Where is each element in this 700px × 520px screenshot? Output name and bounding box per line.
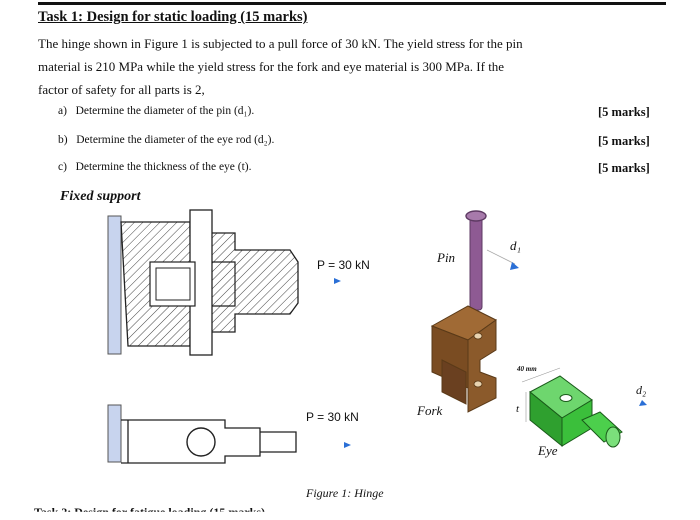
force-label-top: P = 30 kN: [317, 258, 370, 272]
figure-caption: Figure 1: Hinge: [306, 486, 384, 500]
support-bottom: [107, 404, 122, 463]
fork-label: Fork: [417, 403, 443, 418]
pin-3d: [465, 210, 487, 311]
question-c-marks: [5 marks]: [598, 161, 650, 175]
d1-arrow: [510, 262, 519, 270]
d2-arrow: [639, 400, 647, 406]
question-a-prefix: a): [58, 105, 67, 117]
force-arrow-bottom: [344, 442, 351, 448]
d1-label: d₁: [510, 238, 522, 253]
force-label-bottom: P = 30 kN: [306, 410, 359, 424]
next-task-title-cut: Task 2: Design for fatigue loading (15 m…: [34, 505, 266, 519]
fixed-support-plate: [107, 215, 122, 355]
task-title: Task 1: Design for static loading (15 ma…: [38, 9, 308, 25]
t-label: t: [516, 403, 520, 415]
top-rule: [38, 2, 666, 5]
d2-label: d₂: [636, 383, 647, 397]
question-b-prefix: b): [58, 134, 68, 146]
eye-slot: [149, 261, 196, 307]
dim-line: [521, 367, 561, 383]
fork-3d: [430, 305, 497, 413]
dim-label: 40 mm: [517, 365, 537, 373]
eye-3d: [529, 375, 623, 448]
problem-line-1: The hinge shown in Figure 1 is subjected…: [38, 36, 523, 51]
section-view-top: [107, 209, 299, 356]
question-c-prefix: c): [58, 161, 67, 173]
question-a-text: Determine the diameter of the pin (d₁).: [75, 105, 255, 117]
pin-label: Pin: [437, 250, 456, 265]
question-a-marks: [5 marks]: [598, 105, 650, 119]
pin-hole: [186, 427, 216, 457]
question-c: c) Determine the thickness of the eye (t…: [58, 161, 252, 173]
question-b: b) Determine the diameter of the eye rod…: [58, 134, 274, 146]
eye-label: Eye: [538, 443, 558, 458]
problem-line-2: material is 210 MPa while the yield stre…: [38, 59, 505, 74]
side-view-bottom: [107, 404, 297, 464]
question-c-text: Determine the thickness of the eye (t).: [75, 161, 252, 173]
problem-line-3: factor of safety for all parts is 2,: [38, 82, 205, 97]
question-b-text: Determine the diameter of the eye rod (d…: [76, 134, 275, 146]
question-b-marks: [5 marks]: [598, 134, 650, 148]
d1-indicator: [486, 249, 516, 265]
force-arrow-top: [334, 278, 341, 284]
question-a: a) Determine the diameter of the pin (d₁…: [58, 105, 254, 117]
fixed-support-label: Fixed support: [60, 189, 141, 204]
